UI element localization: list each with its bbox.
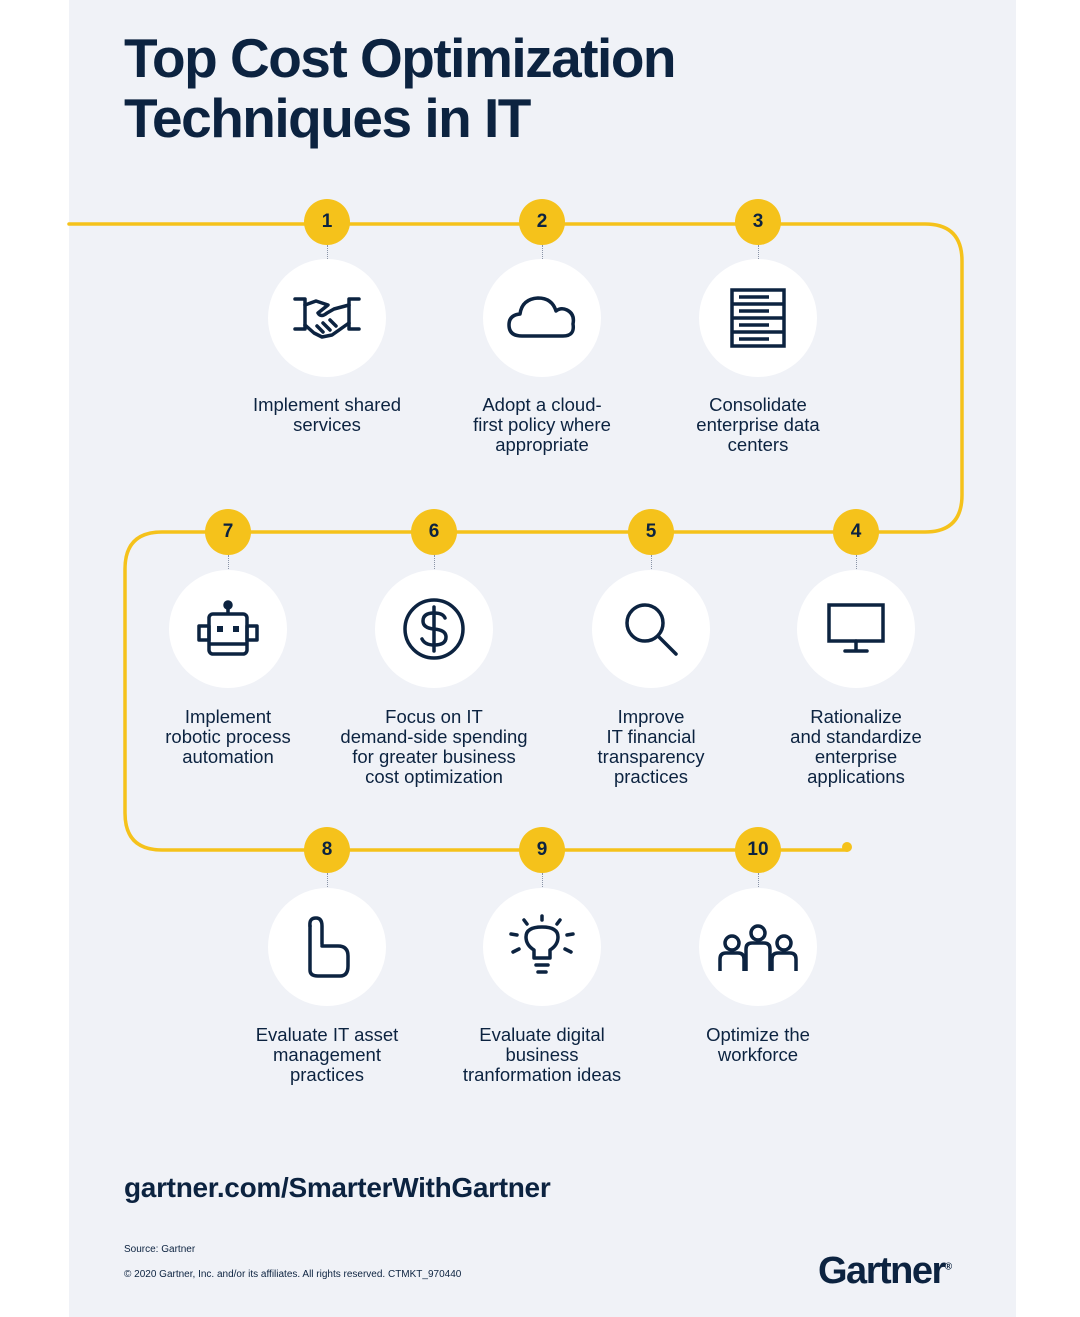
- server-icon: [730, 288, 786, 348]
- step-connector-1: [327, 245, 328, 261]
- step-icon-circle-2: [483, 259, 601, 377]
- step-connector-6: [434, 555, 435, 571]
- magnifier-icon: [625, 603, 678, 656]
- step-connector-5: [651, 555, 652, 571]
- step-badge-2: 2: [519, 199, 565, 245]
- source-note: Source: Gartner: [124, 1244, 196, 1255]
- step-icon-circle-8: [268, 888, 386, 1006]
- step-badge-1: 1: [304, 199, 350, 245]
- footer-url[interactable]: gartner.com/SmarterWithGartner: [124, 1172, 551, 1203]
- title-line-2: Techniques in IT: [124, 87, 531, 149]
- dollar-icon: [403, 598, 465, 660]
- lightbulb-icon: [509, 914, 575, 974]
- title-line-1: Top Cost Optimization: [124, 27, 677, 89]
- page-title: Top Cost Optimization Techniques in IT: [124, 28, 924, 148]
- step-connector-3: [758, 245, 759, 261]
- step-label-2: Adopt a cloud- first policy where approp…: [473, 394, 611, 455]
- step-icon-circle-9: [483, 888, 601, 1006]
- step-icon-circle-4: [797, 570, 915, 688]
- pointer-hand-icon: [308, 916, 350, 978]
- step-label-7: Implement robotic process automation: [165, 706, 291, 767]
- step-label-5: Improve IT financial transparency practi…: [597, 706, 705, 787]
- step-badge-7: 7: [205, 509, 251, 555]
- step-icon-circle-6: [375, 570, 493, 688]
- gartner-logo: Gartner®: [818, 1250, 952, 1293]
- step-icon-circle-7: [169, 570, 287, 688]
- step-connector-9: [542, 873, 543, 889]
- step-label-3: Consolidate enterprise data centers: [696, 394, 820, 455]
- step-connector-2: [542, 245, 543, 261]
- registered-mark: ®: [944, 1261, 953, 1273]
- handshake-icon: [293, 297, 361, 339]
- step-label-1: Implement shared services: [252, 394, 402, 435]
- path-end-dot: [842, 842, 852, 852]
- step-label-8: Evaluate IT asset management practices: [255, 1024, 399, 1085]
- gartner-logo-text: Gartner: [818, 1250, 946, 1292]
- step-badge-8: 8: [304, 827, 350, 873]
- cloud-icon: [507, 296, 576, 338]
- step-label-4: Rationalize and standardize enterprise a…: [790, 706, 922, 787]
- step-icon-circle-3: [699, 259, 817, 377]
- step-label-6: Focus on IT demand-side spending for gre…: [340, 706, 528, 787]
- step-badge-4: 4: [833, 509, 879, 555]
- step-label-10: Optimize the workforce: [706, 1024, 810, 1065]
- step-icon-circle-10: [699, 888, 817, 1006]
- step-connector-8: [327, 873, 328, 889]
- step-label-9: Evaluate digital business tranformation …: [462, 1024, 622, 1085]
- step-icon-circle-1: [268, 259, 386, 377]
- step-badge-9: 9: [519, 827, 565, 873]
- step-icon-circle-5: [592, 570, 710, 688]
- monitor-icon: [827, 603, 885, 653]
- step-badge-3: 3: [735, 199, 781, 245]
- team-icon: [718, 924, 798, 971]
- step-connector-7: [228, 555, 229, 571]
- step-badge-5: 5: [628, 509, 674, 555]
- step-connector-10: [758, 873, 759, 889]
- robot-icon: [197, 600, 259, 656]
- copyright-note: © 2020 Gartner, Inc. and/or its affiliat…: [124, 1269, 462, 1280]
- step-connector-4: [856, 555, 857, 571]
- step-badge-6: 6: [411, 509, 457, 555]
- step-badge-10: 10: [735, 827, 781, 873]
